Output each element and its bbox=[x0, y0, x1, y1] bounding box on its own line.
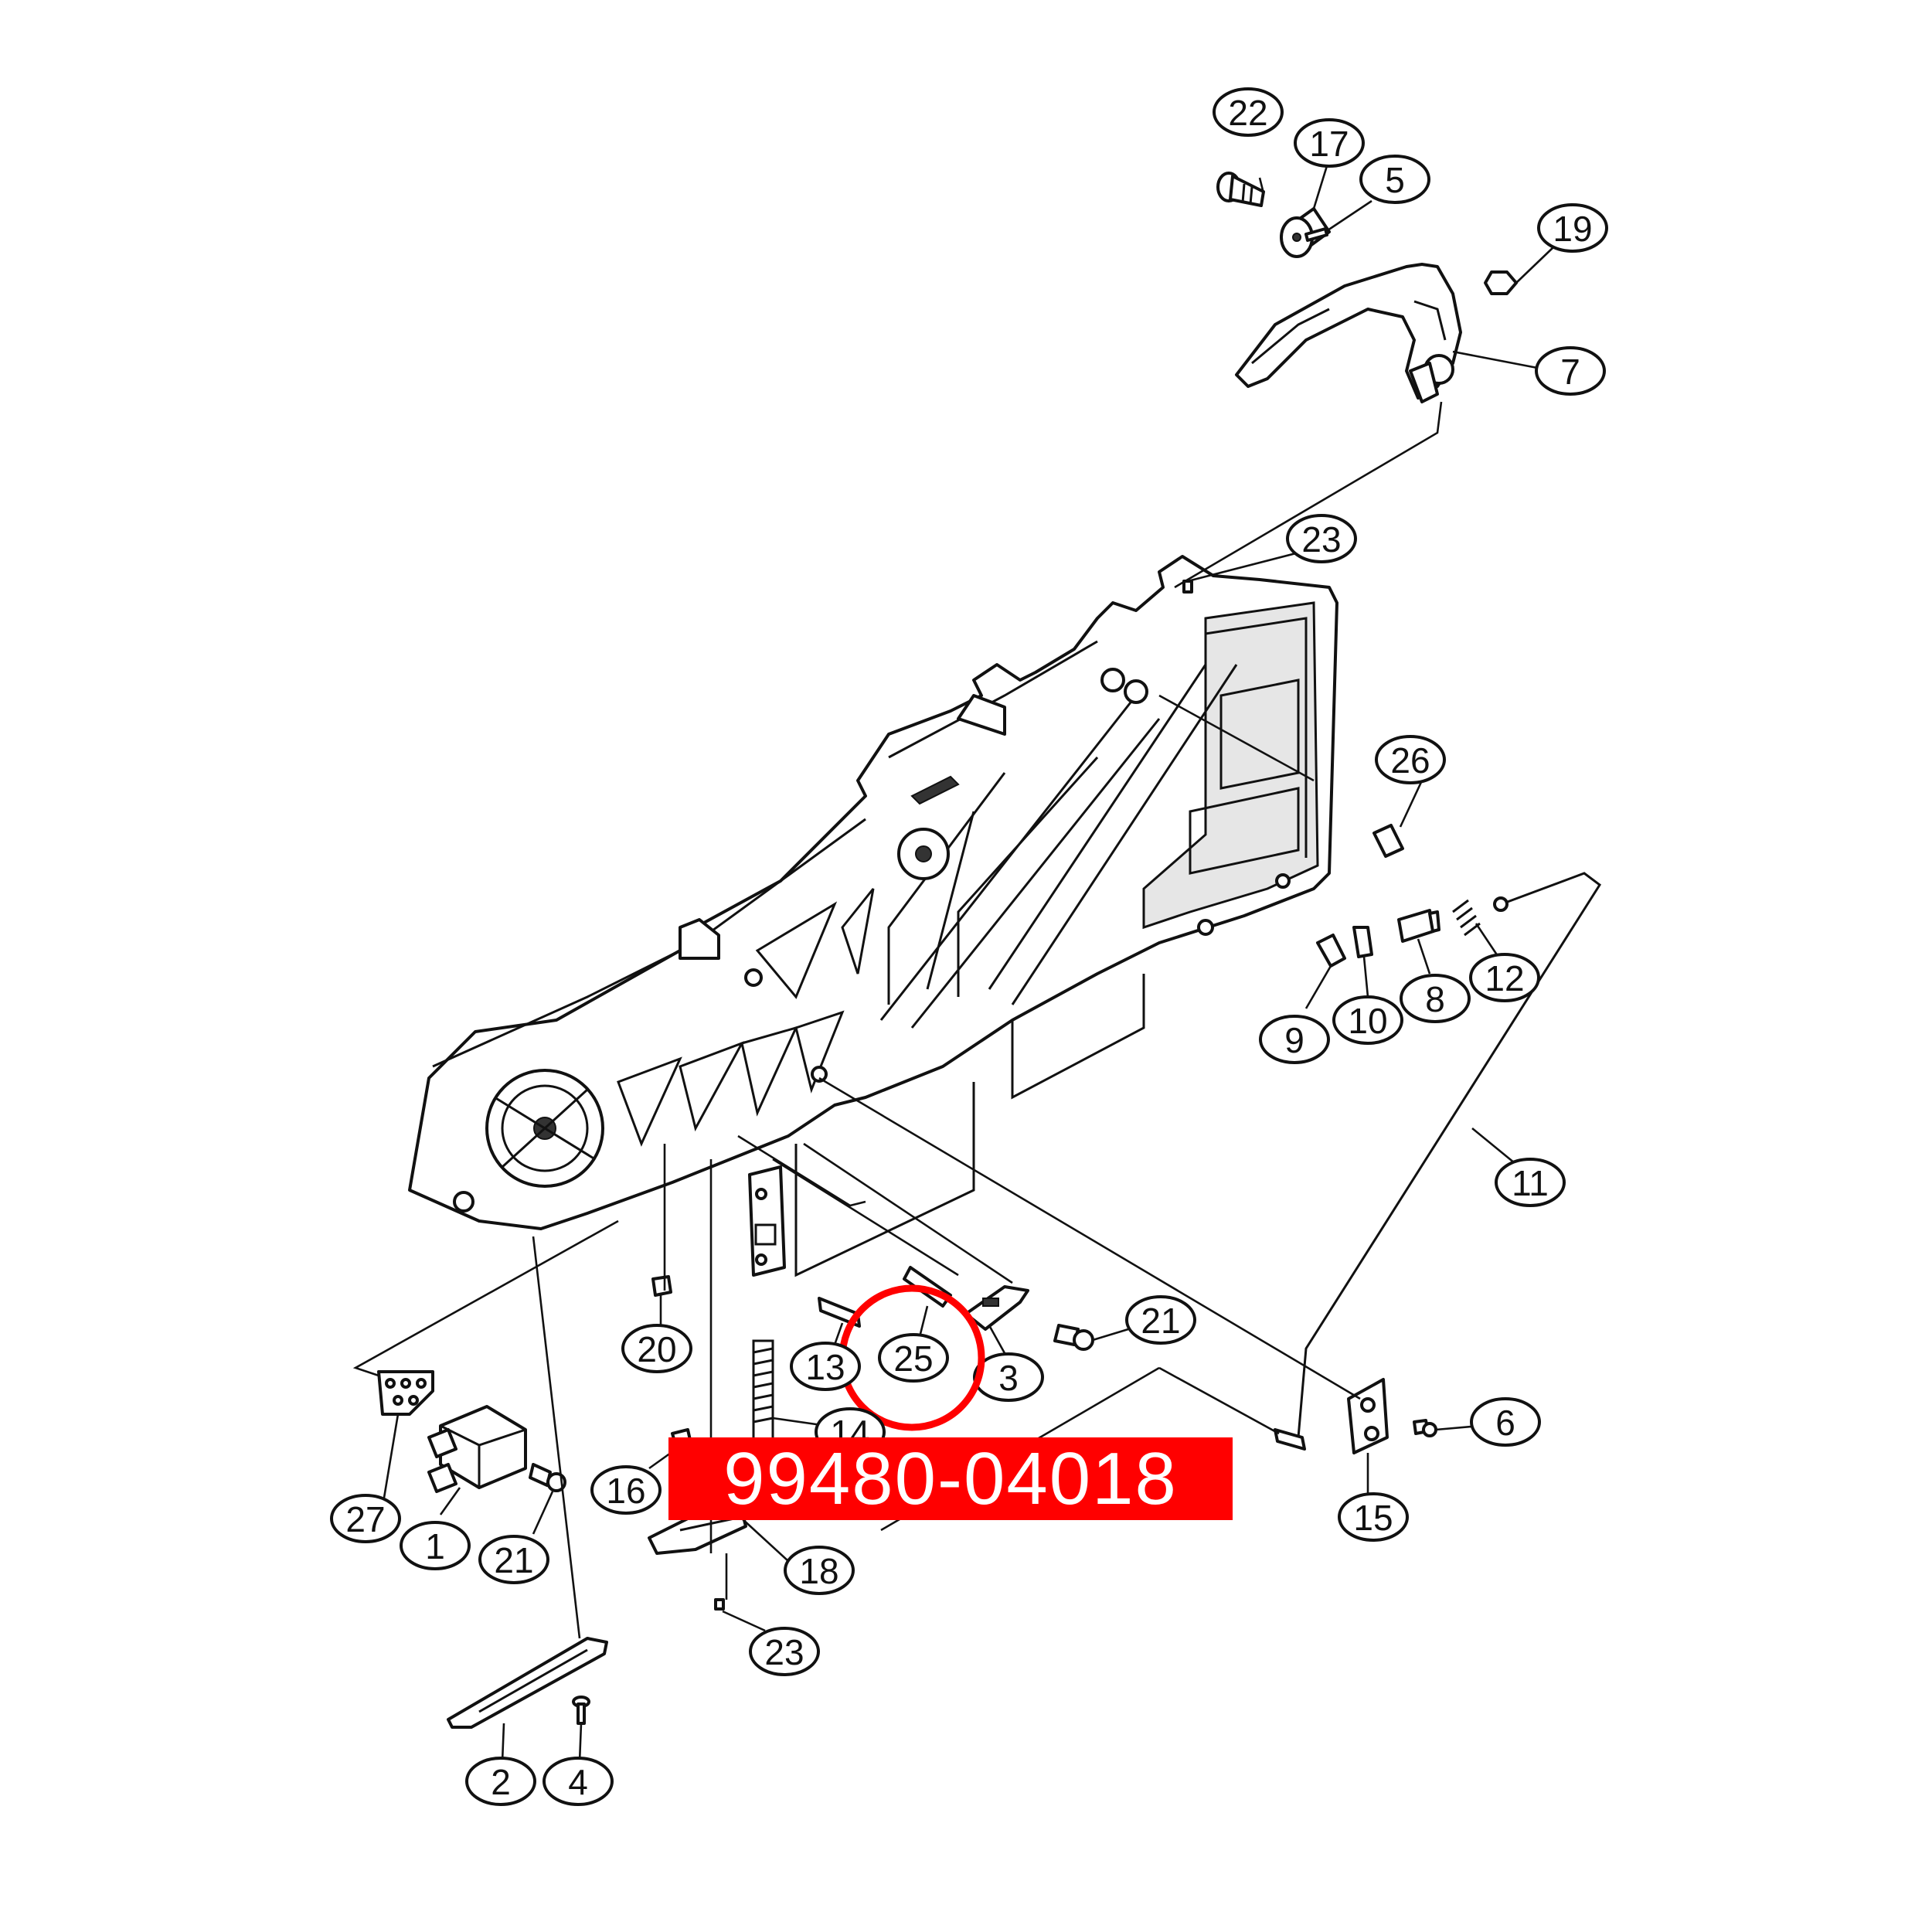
pin-part-23-lower bbox=[714, 1598, 725, 1611]
small-parts bbox=[377, 172, 1602, 1729]
callout-9: 9 bbox=[1259, 1015, 1330, 1064]
part-number-banner: 99480-04018 bbox=[668, 1437, 1233, 1520]
callout-label: 23 bbox=[1301, 519, 1341, 560]
screw-part-21-right bbox=[1053, 1324, 1094, 1351]
callout-label: 3 bbox=[998, 1358, 1019, 1398]
handle-part-7 bbox=[1235, 263, 1462, 403]
callout-label: 11 bbox=[1512, 1163, 1549, 1203]
leader-lines bbox=[352, 158, 1554, 1763]
callout-12: 12 bbox=[1469, 953, 1540, 1002]
callout-2: 2 bbox=[465, 1757, 536, 1806]
callout-16: 16 bbox=[590, 1465, 662, 1515]
callout-5: 5 bbox=[1359, 155, 1430, 204]
callout-label: 22 bbox=[1228, 93, 1267, 133]
callout-21-left: 21 bbox=[478, 1535, 549, 1584]
pin-part-13 bbox=[818, 1297, 861, 1328]
clip-part-9 bbox=[1316, 934, 1346, 968]
bolt-part-22 bbox=[1216, 172, 1265, 207]
callout-label: 7 bbox=[1560, 352, 1580, 392]
plunger-part-8 bbox=[1397, 909, 1440, 943]
callout-7: 7 bbox=[1535, 346, 1606, 396]
block-part-1 bbox=[427, 1405, 527, 1493]
callout-17: 17 bbox=[1294, 118, 1365, 168]
rail-part-2 bbox=[447, 1637, 608, 1729]
callout-19: 19 bbox=[1537, 203, 1608, 253]
callout-3: 3 bbox=[973, 1352, 1044, 1402]
callout-label: 18 bbox=[799, 1551, 838, 1591]
feeder-body bbox=[408, 555, 1338, 1277]
callout-26: 26 bbox=[1375, 735, 1446, 784]
pin-part-26 bbox=[1372, 824, 1404, 858]
callout-4: 4 bbox=[543, 1757, 614, 1806]
screw-part-4 bbox=[572, 1696, 590, 1725]
callout-27: 27 bbox=[330, 1494, 401, 1543]
callout-label: 25 bbox=[893, 1338, 933, 1379]
callout-label: 17 bbox=[1309, 124, 1349, 164]
callout-label: 1 bbox=[425, 1526, 445, 1566]
clip-part-10 bbox=[1352, 926, 1373, 958]
callout-10: 10 bbox=[1332, 995, 1403, 1045]
callout-label: 26 bbox=[1390, 740, 1430, 781]
callout-label: 13 bbox=[805, 1347, 845, 1387]
callout-label: 6 bbox=[1495, 1403, 1515, 1443]
pin-part-5 bbox=[1304, 227, 1328, 242]
callout-11: 11 bbox=[1495, 1158, 1566, 1207]
nut-part-19 bbox=[1484, 270, 1518, 295]
callout-23-upper: 23 bbox=[1286, 514, 1357, 563]
callout-23-lower: 23 bbox=[749, 1627, 820, 1676]
plate-part-27 bbox=[377, 1370, 434, 1416]
screw-part-6 bbox=[1413, 1419, 1437, 1437]
callout-22: 22 bbox=[1213, 87, 1284, 137]
callout-label: 23 bbox=[764, 1632, 804, 1672]
callout-label: 21 bbox=[494, 1540, 533, 1580]
callout-label: 19 bbox=[1553, 209, 1592, 249]
part-number-text: 99480-04018 bbox=[723, 1437, 1178, 1520]
callout-label: 16 bbox=[606, 1471, 645, 1511]
callout-13: 13 bbox=[790, 1342, 861, 1391]
callout-label: 21 bbox=[1141, 1301, 1180, 1341]
callout-label: 2 bbox=[491, 1762, 511, 1802]
callout-label: 20 bbox=[637, 1329, 676, 1369]
callout-label: 4 bbox=[568, 1762, 588, 1802]
callout-label: 27 bbox=[345, 1499, 385, 1539]
plate-part-15 bbox=[1347, 1378, 1389, 1454]
callout-1: 1 bbox=[400, 1521, 471, 1570]
callout-6: 6 bbox=[1470, 1397, 1541, 1447]
callout-label: 9 bbox=[1284, 1020, 1304, 1060]
callout-15: 15 bbox=[1338, 1492, 1409, 1542]
pin-part-23-upper bbox=[1182, 580, 1193, 594]
wire-part-11 bbox=[1297, 872, 1602, 1438]
callout-label: 5 bbox=[1385, 160, 1405, 200]
callout-25: 25 bbox=[838, 1284, 985, 1431]
eclip-part-20 bbox=[651, 1275, 672, 1297]
callout-20: 20 bbox=[621, 1324, 692, 1373]
callout-label: 15 bbox=[1353, 1498, 1393, 1538]
callout-21-right: 21 bbox=[1125, 1295, 1196, 1345]
lever-part-3 bbox=[964, 1285, 1029, 1331]
callout-label: 12 bbox=[1485, 958, 1524, 998]
callout-label: 8 bbox=[1425, 979, 1445, 1019]
spring-part-14 bbox=[752, 1339, 774, 1443]
spring-part-12 bbox=[1452, 899, 1481, 937]
callout-label: 10 bbox=[1348, 1001, 1387, 1041]
callout-8: 8 bbox=[1400, 974, 1471, 1023]
callout-18: 18 bbox=[784, 1546, 855, 1595]
